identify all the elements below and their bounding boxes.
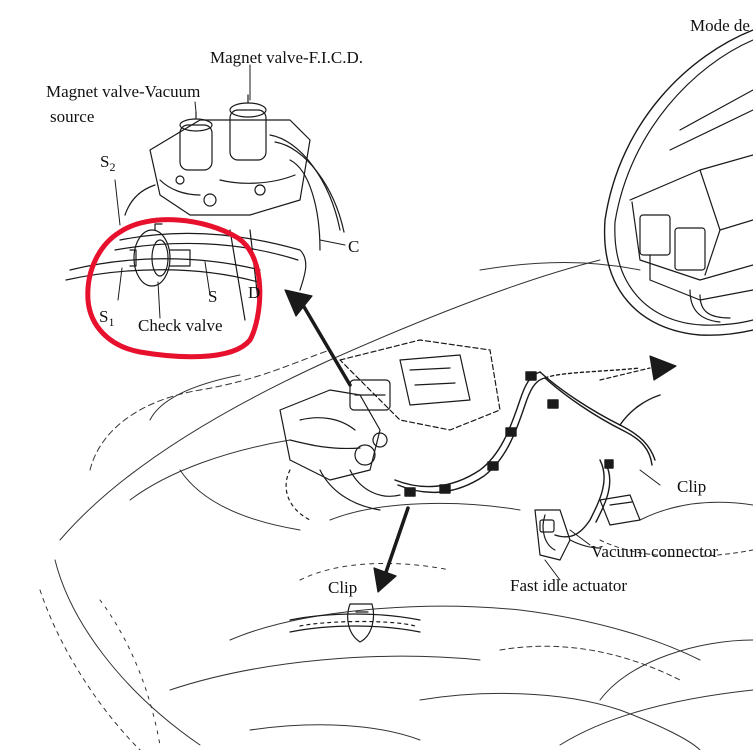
label-s1-subscript: 1 — [108, 315, 115, 329]
car-body-outline — [39, 259, 753, 750]
label-s1: S1 — [99, 307, 114, 332]
label-magnet-valve-vacuum-source: source — [50, 107, 95, 126]
label-s2-letter: S — [100, 152, 110, 171]
label-clip-right: Clip — [677, 477, 707, 496]
label-s: S — [208, 287, 218, 306]
label-magnet-valve-ficd: Magnet valve-F.I.C.D. — [210, 48, 364, 67]
label-mode-de: Mode de — [690, 16, 750, 35]
mode-device-inset — [603, 29, 753, 336]
label-vacuum-connector: Vacuum connector — [591, 542, 718, 561]
label-d: D — [248, 283, 261, 302]
label-s1-letter: S — [99, 307, 109, 326]
wiring-harness — [394, 367, 661, 538]
label-c: C — [348, 237, 360, 256]
label-fast-idle-actuator: Fast idle actuator — [510, 576, 628, 595]
pointer-arrows — [284, 289, 677, 593]
magnet-valve-assembly — [65, 94, 345, 321]
clip-detail-drawing — [289, 603, 421, 643]
engine-assembly — [279, 339, 501, 521]
label-clip-bottom: Clip — [328, 578, 358, 597]
label-s2: S2 — [100, 152, 115, 177]
check-valve-highlight-ring — [85, 217, 263, 360]
leader-lines — [114, 64, 661, 581]
check-valve-drawing — [129, 223, 191, 287]
label-s2-subscript: 2 — [109, 160, 116, 174]
label-check-valve: Check valve — [138, 316, 223, 335]
label-magnet-valve-vacuum: Magnet valve-Vacuum — [46, 82, 201, 101]
fast-idle-actuator-drawing — [534, 494, 641, 561]
